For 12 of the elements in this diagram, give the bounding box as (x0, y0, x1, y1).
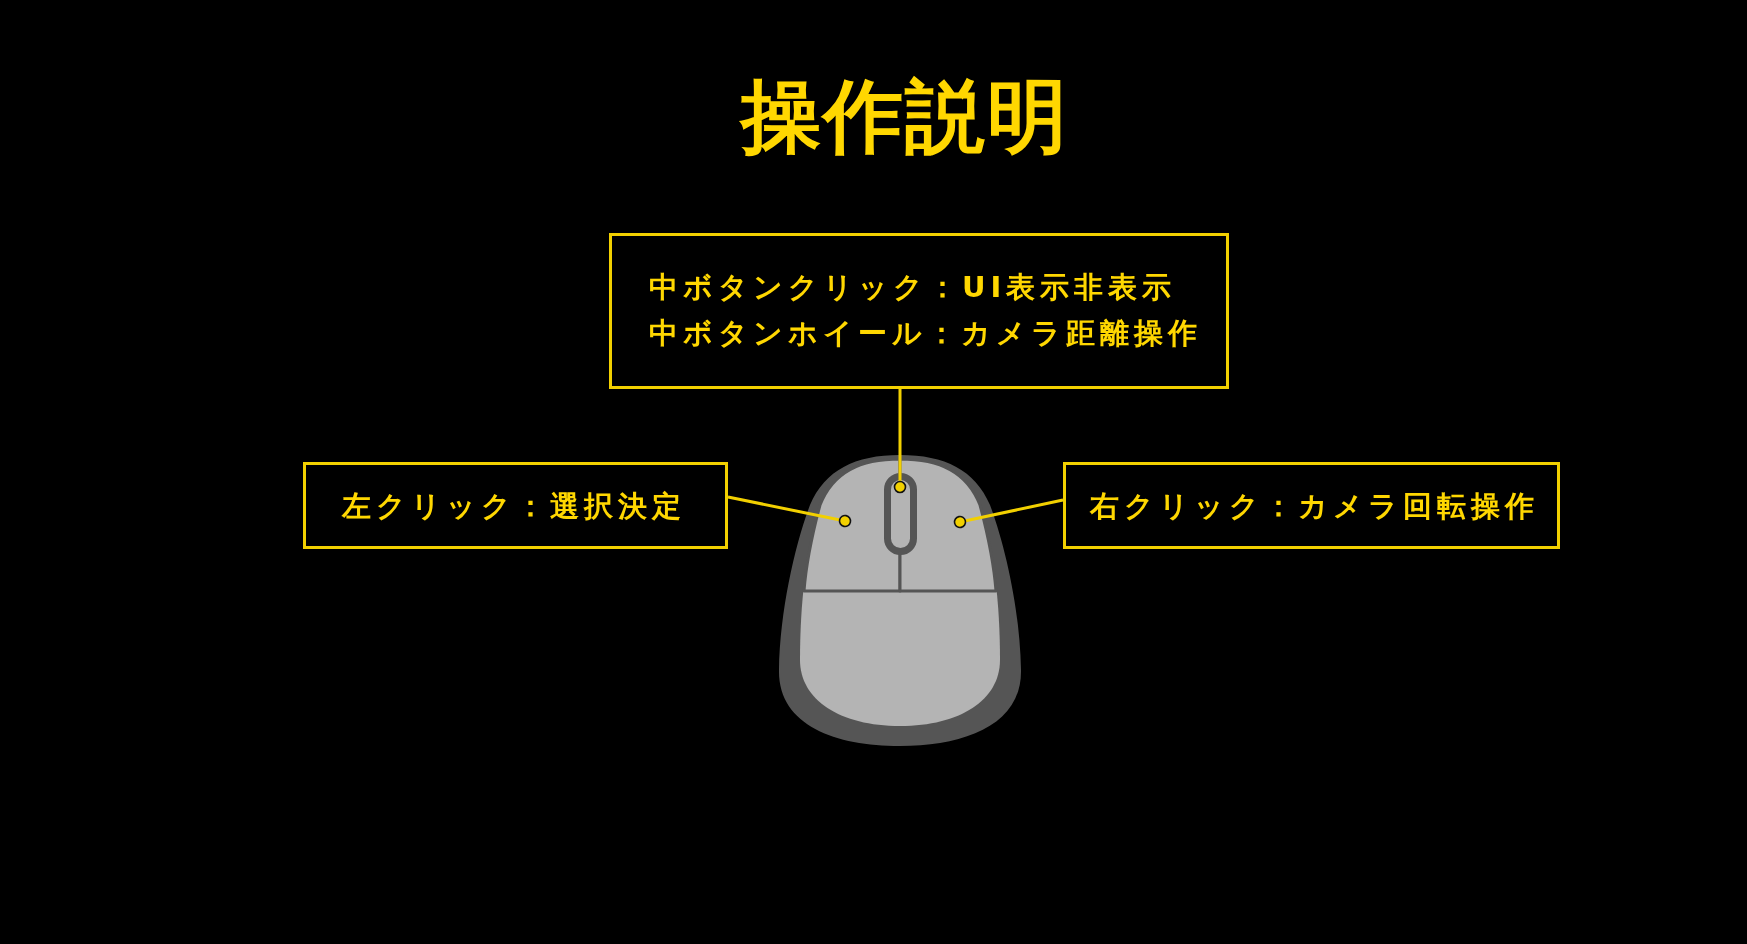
scroll-wheel (884, 473, 917, 555)
leader-line (893, 389, 907, 494)
callout-text: 中ボタンホイール：カメラ距離操作 (649, 315, 1202, 352)
callout-text: 左クリック：選択決定 (342, 487, 686, 525)
callout-box (303, 462, 728, 549)
leader-line (727, 495, 852, 528)
callout-box (609, 233, 1229, 389)
leader-line (953, 498, 1064, 529)
callout-text: 右クリック：カメラ回転操作 (1090, 487, 1539, 525)
callout-box (1063, 462, 1560, 549)
title: 操作説明 (741, 69, 1069, 165)
callout-text: 中ボタンクリック：UI表示非表示 (649, 269, 1177, 306)
